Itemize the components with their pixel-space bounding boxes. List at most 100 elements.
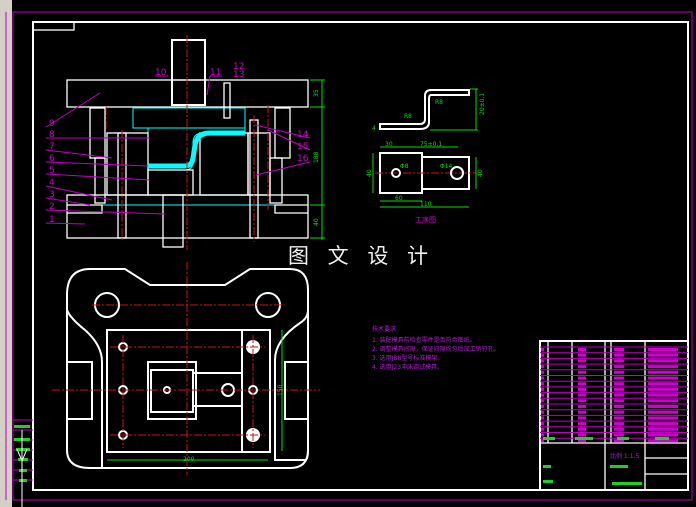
parts-list-cell-text	[541, 348, 544, 351]
title-block: 比例 1:1.5	[539, 340, 689, 491]
parts-list-cell-text	[541, 439, 544, 443]
title-block-cell-text	[543, 437, 555, 440]
parts-list-cell-text	[648, 348, 678, 351]
parts-list-cell-text	[541, 427, 544, 431]
parts-list-cell-text	[578, 348, 586, 351]
parts-list-cell-text	[614, 439, 624, 443]
part-label-15: 15	[297, 142, 308, 152]
dim-plan-height: 150	[277, 384, 284, 396]
watermark-text: 图 文 设 计	[288, 244, 434, 268]
parts-list-cell-text	[614, 393, 624, 397]
parts-list-cell-text	[614, 422, 624, 426]
parts-list-cell-text	[648, 410, 678, 414]
parts-list-cell-text	[541, 359, 544, 363]
parts-list-cell-text	[578, 376, 586, 380]
parts-list-cell-text	[648, 370, 678, 374]
parts-list-cell-text	[578, 382, 586, 386]
parts-list-cell-text	[648, 439, 678, 443]
dim-half: 60	[395, 195, 403, 202]
process-drawing-title: 工序图	[415, 215, 436, 224]
part-labels: 9 8 7 6 5 4 3 2 1 10 11 12 13 14	[45, 62, 311, 225]
part-label-11: 11	[210, 68, 221, 78]
parts-list-cell-text	[541, 365, 544, 369]
parts-list-cell-text	[648, 382, 678, 386]
dim-height: 20±0.1	[479, 93, 486, 115]
parts-list-cell-text	[541, 376, 544, 380]
parts-list-cell-text	[648, 365, 678, 369]
dim-hole-small: Φ8	[400, 163, 409, 170]
parts-list-cell-text	[578, 359, 586, 363]
dim-r1: R8	[404, 113, 412, 120]
parts-list-cell-text	[541, 353, 544, 357]
parts-list-cell-text	[578, 399, 586, 403]
parts-list-cell-text	[541, 370, 544, 374]
parts-list-cell-text	[578, 433, 586, 437]
part-label-1: 1	[49, 215, 55, 225]
dim-left: 30	[385, 141, 393, 148]
parts-list-cell-text	[541, 422, 544, 426]
parts-list-cell-text	[578, 439, 586, 443]
parts-list-cell-text	[648, 393, 678, 397]
part-label-14: 14	[297, 130, 309, 140]
parts-list-cell-text	[648, 399, 678, 403]
parts-list-cell-text	[541, 416, 544, 420]
tech-req-item: 4. 选用J23冲床调试模具。	[372, 363, 443, 371]
parts-list-cell-text	[541, 382, 544, 386]
part-label-12: 12	[233, 62, 244, 72]
parts-list-cell-text	[614, 416, 624, 420]
parts-list-cell-text	[648, 376, 678, 380]
parts-list-cell-text	[614, 410, 624, 414]
part-label-8: 8	[49, 130, 55, 140]
parts-list-cell-text	[578, 405, 586, 408]
parts-list-cell-text	[614, 370, 624, 374]
parts-list-cell-text	[648, 416, 678, 420]
part-label-16: 16	[297, 154, 309, 164]
parts-list-cell-text	[648, 359, 678, 363]
dim-top-plate: 35	[313, 89, 320, 97]
technical-requirements: 技术要求 1. 装配模具前检查零件是否符合图纸。 2. 调整模具间隙，保证间隙均…	[372, 325, 500, 371]
parts-list-cell-text	[614, 387, 624, 391]
parts-list-cell-text	[578, 353, 586, 357]
parts-list-cell-text	[578, 365, 586, 369]
title-block-cell-text	[543, 465, 551, 468]
parts-list-cell-text	[614, 365, 624, 369]
parts-list-cell-text	[614, 427, 624, 431]
dim-span: 75±0.1	[420, 141, 442, 148]
parts-list-cell-text	[541, 410, 544, 414]
parts-list-cell-text	[578, 416, 586, 420]
dim-hole-large: Φ14	[440, 163, 453, 170]
title-block-cell-text	[575, 437, 593, 440]
parts-list-cell-text	[578, 422, 586, 426]
title-block-cell-text	[617, 437, 629, 440]
part-label-10: 10	[155, 68, 167, 78]
tech-req-item: 2. 调整模具间隙，保证间隙均匀后加工销钉孔。	[372, 345, 500, 353]
dim-bottom-plate: 40	[313, 218, 320, 226]
parts-list-cell-text	[541, 393, 544, 397]
parts-list-cell-text	[614, 376, 624, 380]
parts-list-cell-text	[614, 399, 624, 403]
parts-list-cell-text	[578, 393, 586, 397]
parts-list-cell-text	[614, 359, 624, 363]
section-view	[66, 35, 309, 250]
parts-list-cell-text	[614, 433, 624, 437]
process-drawing: 20±0.1 R8 R8 4 30 75±0.1 Φ8 Φ14 40 40 60…	[366, 88, 486, 224]
part-label-6: 6	[49, 154, 55, 164]
parts-list-cell-text	[614, 405, 624, 408]
title-block-cell-text	[612, 482, 642, 485]
part-label-9: 9	[49, 119, 55, 129]
title-block-cell-text	[543, 480, 553, 483]
parts-list-cell-text	[578, 370, 586, 374]
dim-width: 40	[366, 169, 373, 177]
part-label-5: 5	[49, 166, 55, 176]
section-dimensions: 35 188 40	[310, 79, 325, 240]
parts-list-cell-text	[648, 387, 678, 391]
parts-list-cell-text	[541, 399, 544, 403]
title-block-cell-text	[610, 465, 628, 468]
title-block-scale: 比例 1:1.5	[610, 452, 639, 460]
dim-right-width: 40	[477, 169, 484, 177]
dim-thickness: 4	[372, 125, 376, 132]
dim-r2: R8	[435, 99, 443, 106]
plan-view: 200 150	[52, 262, 320, 475]
